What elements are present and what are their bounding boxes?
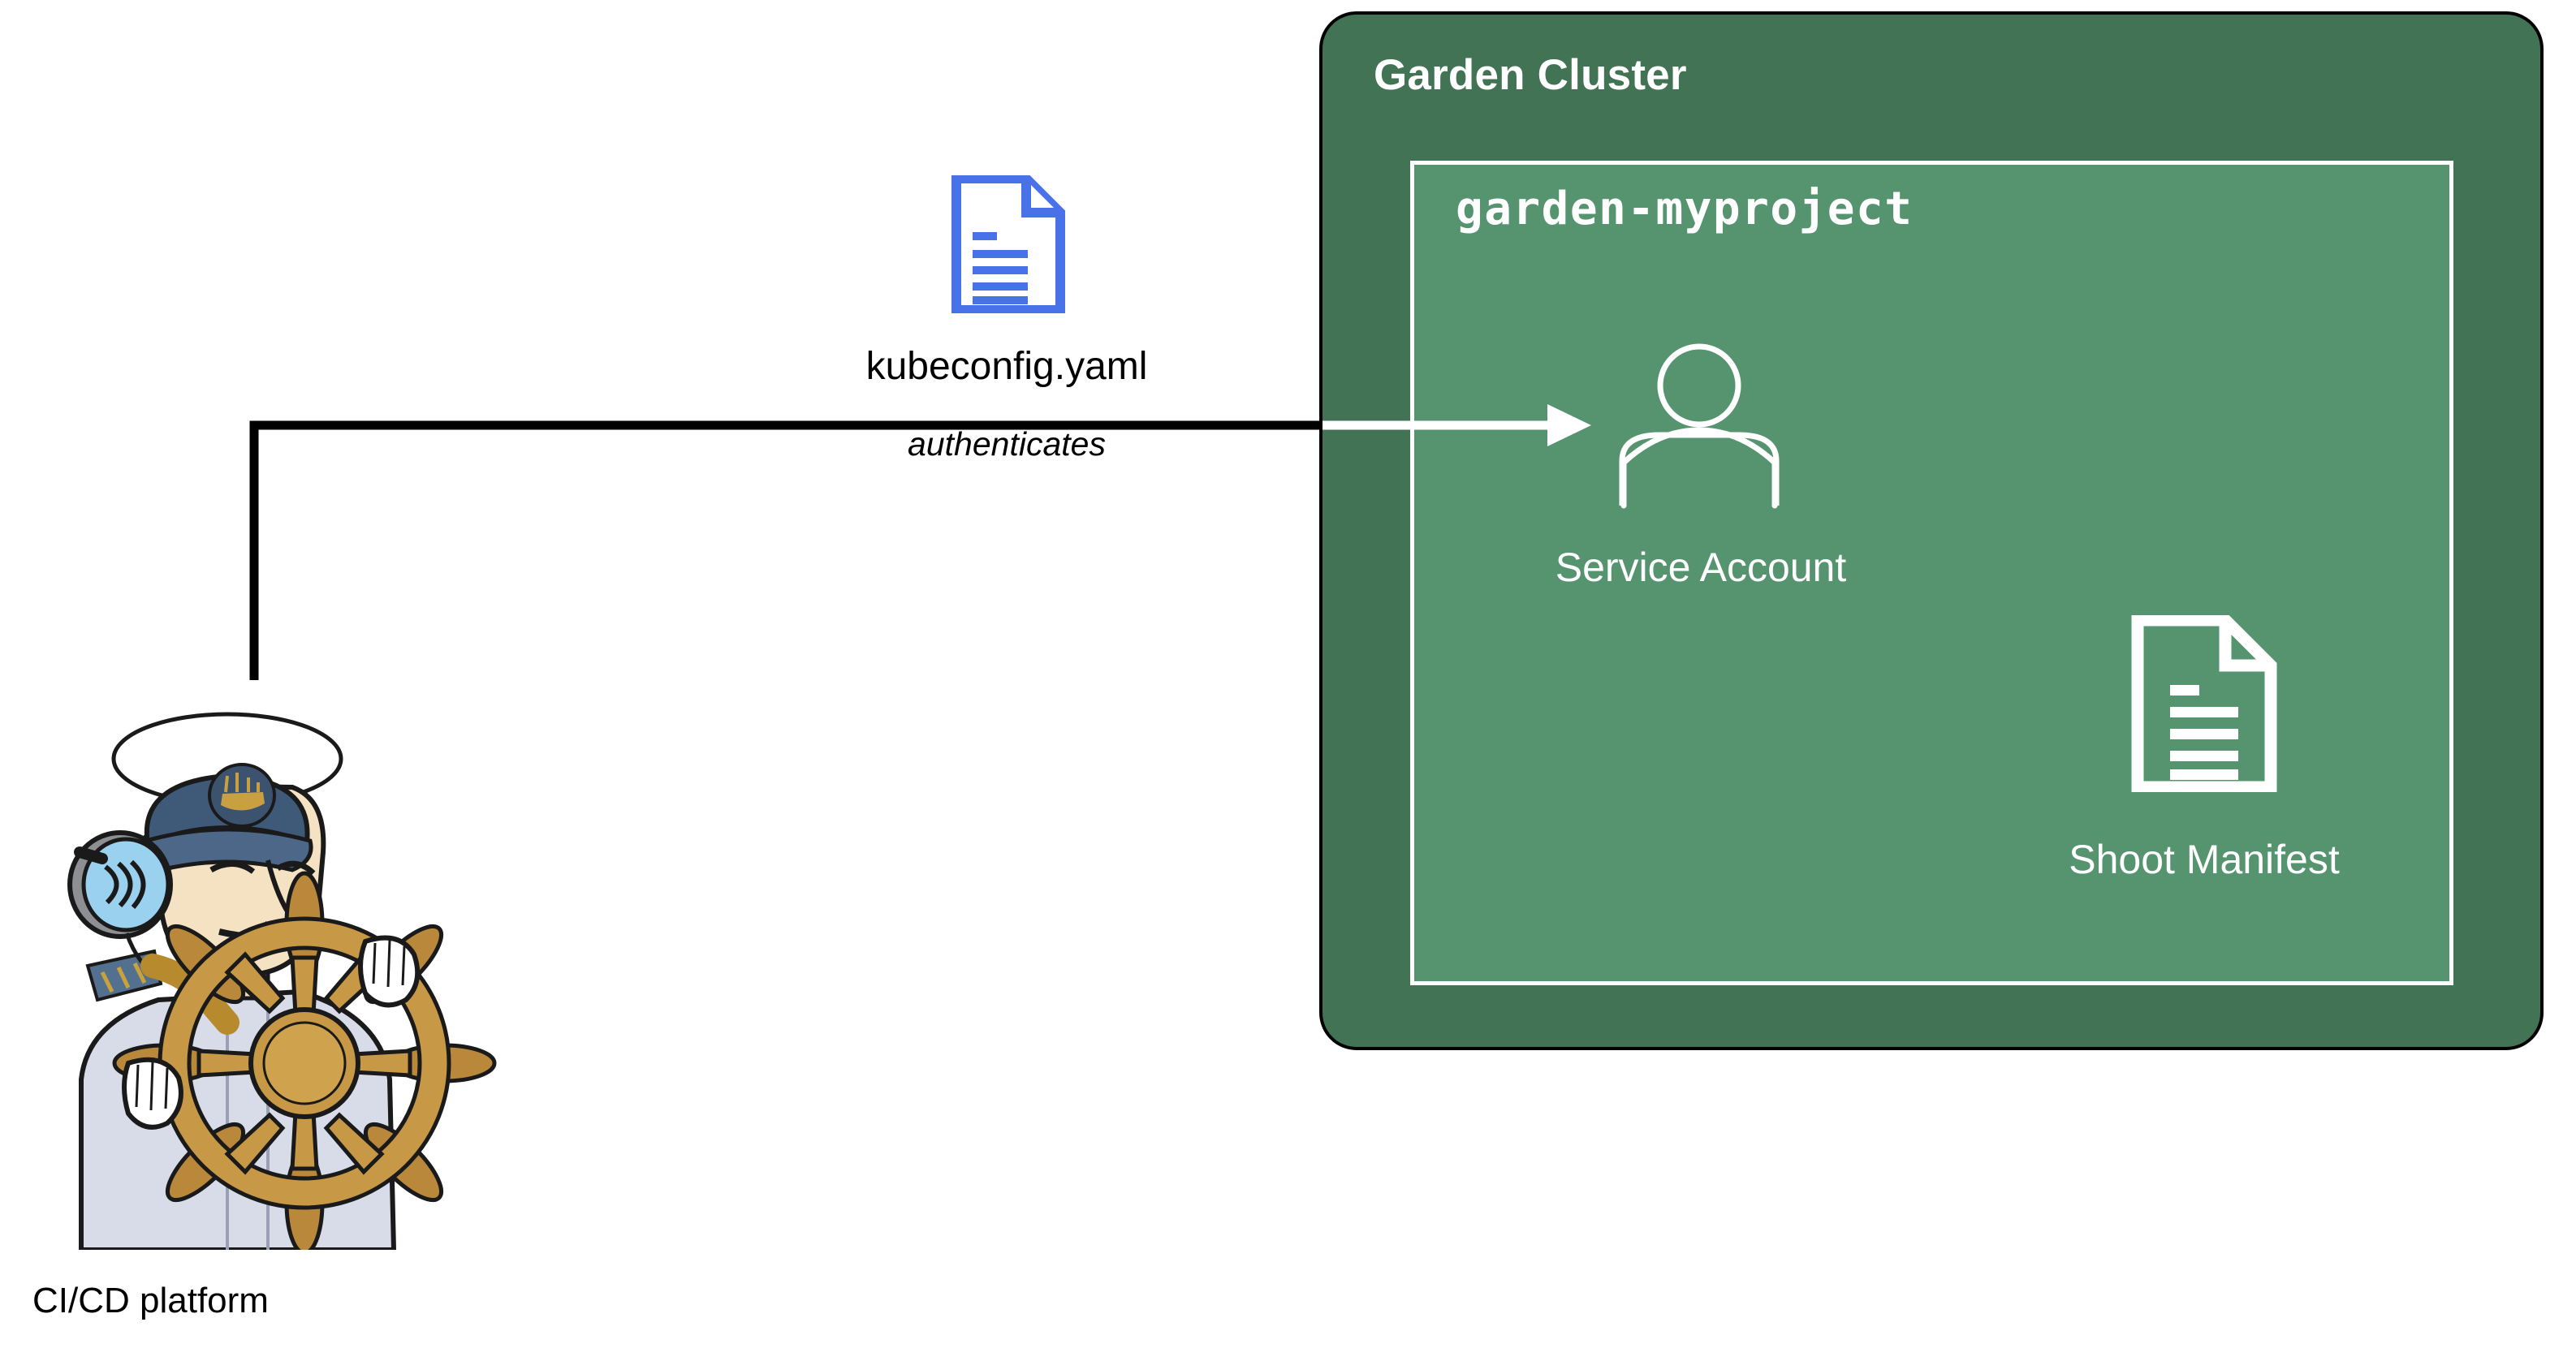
namespace-title: garden-myproject [1456,183,1914,235]
edge-label-authenticates: authenticates [908,425,1106,463]
service-account-label: Service Account [1555,545,1847,590]
person-icon [1614,339,1784,514]
document-icon [2131,614,2277,794]
shoot-manifest-label: Shoot Manifest [2069,837,2340,882]
kubeconfig-label: kubeconfig.yaml [865,345,1148,388]
cicd-platform-label: CI/CD platform [32,1281,269,1320]
jenkins-captain-icon [24,698,511,1255]
document-blue-icon [951,174,1065,315]
garden-cluster-title: Garden Cluster [1374,51,1687,99]
namespace-box [1410,161,2453,985]
